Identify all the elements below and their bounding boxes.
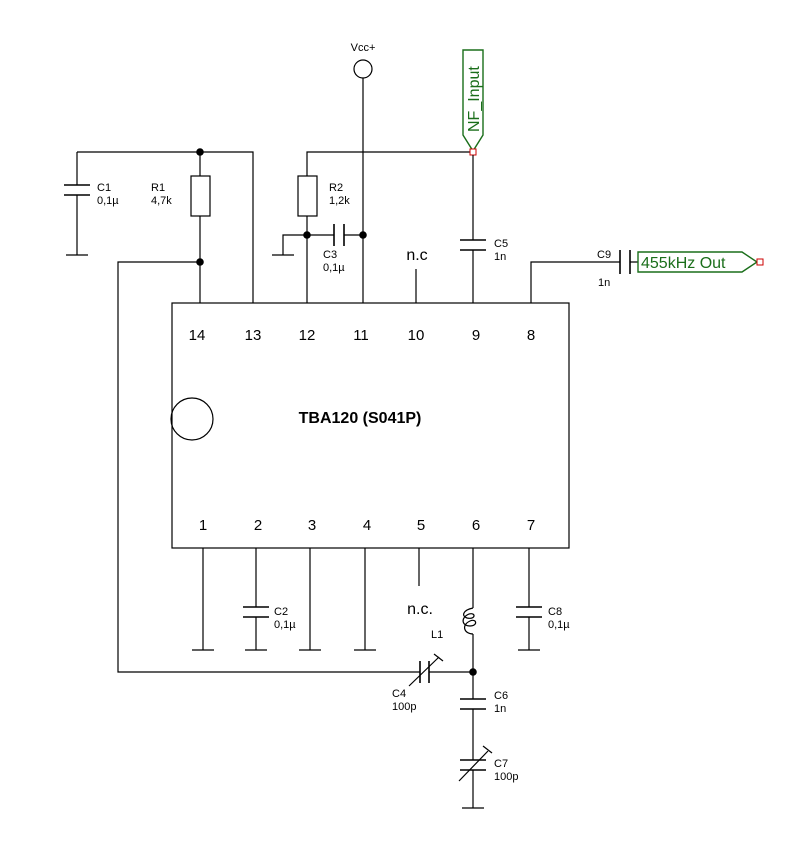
nf-input-port (462, 49, 484, 153)
capacitor-c1 (64, 184, 90, 196)
c1-name: C1 (97, 182, 111, 194)
c2-name: C2 (274, 606, 288, 618)
ic-tba120: TBA120 (S041P) (170, 302, 570, 549)
c5-value: 1n (494, 251, 506, 263)
c1-r1-network: C1 0,1µ R1 4,7k (64, 148, 254, 303)
c8-name: C8 (548, 606, 562, 618)
r1-name: R1 (151, 182, 165, 194)
junction-vcc-c3 (359, 231, 367, 239)
pin-label-4: 4 (363, 517, 371, 534)
vcc-supply: Vcc+ (351, 42, 376, 303)
wire-top-rail-13 (77, 151, 254, 303)
r2-value: 1,2k (329, 195, 350, 207)
pin-label-2: 2 (254, 517, 262, 534)
pin-label-1: 1 (199, 517, 207, 534)
output-label: 455kHz Out (641, 255, 726, 272)
nf-input-network: NF_Input C5 1n (460, 49, 508, 303)
ic-bottom-pin-labels: 1 2 3 4 5 6 7 (199, 517, 535, 534)
pin-label-13: 13 (245, 327, 262, 344)
c4-value: 100p (392, 701, 416, 713)
tank-circuit: L1 C4 100p C6 1n C7 100p (392, 548, 518, 809)
l1-name: L1 (431, 629, 443, 641)
pin-label-12: 12 (299, 327, 316, 344)
c2-value: 0,1µ (274, 619, 296, 631)
variable-capacitor-c7 (458, 745, 493, 782)
c7-value: 100p (494, 771, 518, 783)
c6-name: C6 (494, 690, 508, 702)
capacitor-c2 (243, 606, 269, 618)
inductor-l1 (462, 607, 477, 635)
pin-label-14: 14 (189, 327, 206, 344)
nf-input-label: NF_Input (466, 66, 483, 132)
nf-input-pin (469, 148, 477, 156)
nc-pin5-label: n.c. (407, 601, 433, 618)
c8-value: 0,1µ (548, 619, 570, 631)
r2-name: R2 (329, 182, 343, 194)
nc-pin10-label: n.c (406, 247, 427, 264)
wire-pin8-c9 (530, 261, 640, 303)
junction-r1-top (196, 148, 204, 156)
ic-title: TBA120 (S041P) (299, 410, 422, 427)
bottom-pin-wiring: C2 0,1µ n.c. C8 0,1µ (192, 548, 570, 651)
pin-label-11: 11 (353, 327, 369, 344)
c1-value: 0,1µ (97, 195, 119, 207)
pin-label-8: 8 (527, 327, 535, 344)
capacitor-c8 (516, 606, 542, 618)
pin-label-6: 6 (472, 517, 480, 534)
pin-label-9: 9 (472, 327, 480, 344)
vcc-terminal (353, 59, 373, 79)
pin-label-3: 3 (308, 517, 316, 534)
c6-value: 1n (494, 703, 506, 715)
wire-feedback-loop (117, 261, 420, 673)
c7-name: C7 (494, 758, 508, 770)
output-network: C9 1n 455kHz Out (530, 249, 764, 303)
output-port (637, 251, 759, 273)
capacitor-c3 (333, 224, 345, 246)
pin-label-5: 5 (417, 517, 425, 534)
resistor-r1 (190, 175, 211, 217)
c9-name: C9 (597, 249, 611, 261)
c5-name: C5 (494, 238, 508, 250)
wire-pin12-r2-rail (306, 151, 473, 176)
c4-name: C4 (392, 688, 406, 700)
pin-label-7: 7 (527, 517, 535, 534)
variable-capacitor-c4 (408, 653, 444, 687)
ic-orientation-notch (170, 397, 214, 441)
pin-label-10: 10 (408, 327, 425, 344)
r1-value: 4,7k (151, 195, 172, 207)
resistor-r2 (297, 175, 318, 217)
r2-c3-network: R2 1,2k C3 0,1µ (272, 151, 473, 303)
c3-value: 0,1µ (323, 262, 345, 274)
capacitor-c9 (619, 250, 631, 274)
capacitor-c5 (460, 239, 486, 251)
ic-top-pin-labels: 14 13 12 11 10 9 8 (189, 327, 536, 344)
capacitor-c6 (460, 698, 486, 710)
c9-value: 1n (598, 277, 610, 289)
vcc-label: Vcc+ (351, 42, 376, 54)
c3-name: C3 (323, 249, 337, 261)
output-pin (756, 258, 764, 266)
